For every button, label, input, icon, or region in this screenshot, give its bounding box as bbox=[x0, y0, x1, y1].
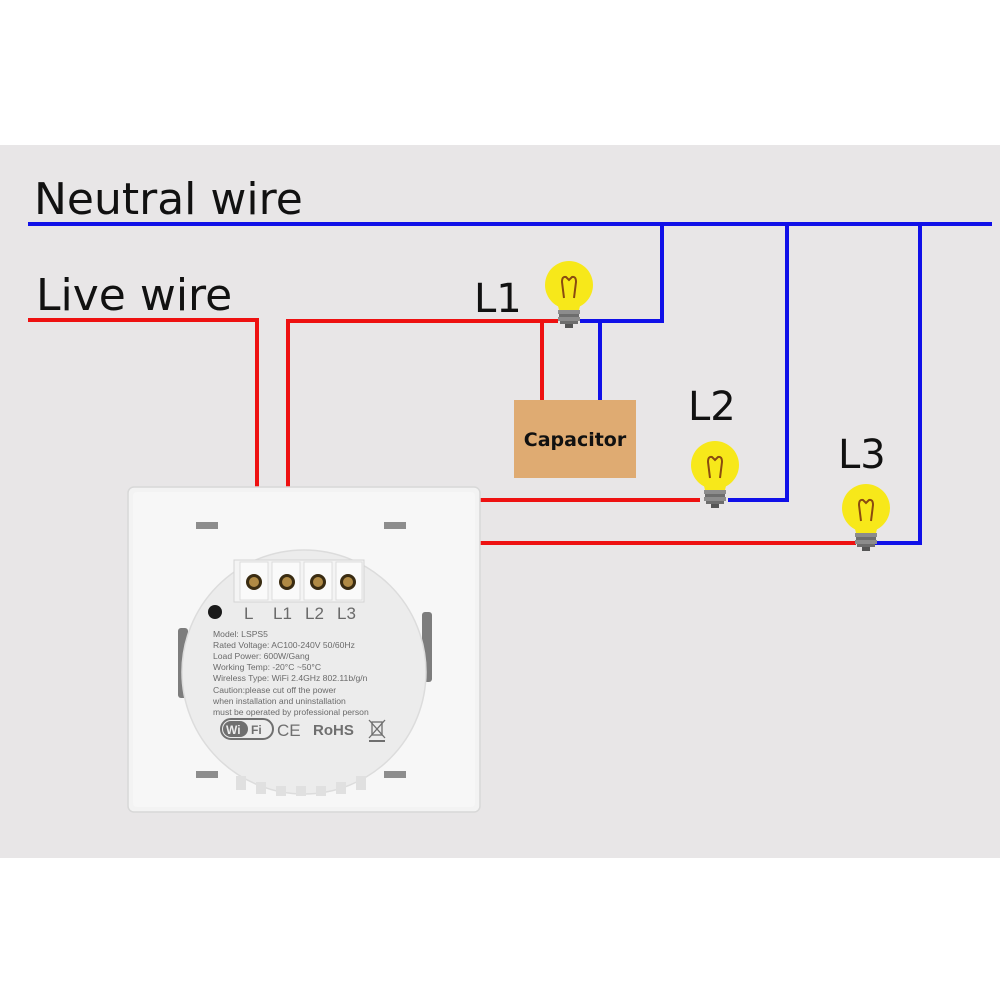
mount-slot bbox=[196, 771, 218, 778]
live-main-wire bbox=[28, 318, 259, 565]
neutral-l2-wire bbox=[728, 224, 789, 502]
load-label-l1: L1 bbox=[474, 276, 522, 322]
bulb-icon-l1 bbox=[544, 260, 594, 329]
smart-switch-rear: L L1 L2 L3 Model: LSPS5 Rated Voltage: A… bbox=[127, 486, 481, 813]
caution-line: when installation and uninstallation bbox=[212, 696, 346, 706]
mount-slot bbox=[384, 522, 406, 529]
spec-line: Working Temp: -20°C ~50°C bbox=[213, 662, 321, 672]
capacitor-box bbox=[514, 400, 636, 478]
mount-slot bbox=[384, 771, 406, 778]
bulb-icon-l3 bbox=[841, 483, 891, 552]
bulb-icon-l2 bbox=[690, 440, 740, 509]
caution-line: must be operated by professional person bbox=[213, 707, 369, 717]
mount-slot bbox=[196, 522, 218, 529]
terminal-label-l1: L1 bbox=[273, 604, 292, 623]
caution-line: Caution:please cut off the power bbox=[213, 685, 336, 695]
neutral-wires bbox=[28, 222, 992, 545]
rohs-mark: RoHS bbox=[313, 722, 354, 739]
weee-bin-icon bbox=[368, 719, 386, 742]
svg-text:Wi: Wi bbox=[226, 723, 241, 737]
load-label-l3: L3 bbox=[838, 432, 886, 478]
spec-line: Load Power: 600W/Gang bbox=[213, 651, 310, 661]
spec-line: Model: LSPS5 bbox=[213, 629, 268, 639]
neutral-l1-wire bbox=[580, 224, 664, 323]
terminal-label-l2: L2 bbox=[305, 604, 324, 623]
svg-text:Fi: Fi bbox=[251, 723, 262, 737]
wifi-logo-icon: Wi Fi bbox=[220, 718, 274, 740]
terminal-label-l: L bbox=[244, 604, 253, 623]
neutral-l3-wire bbox=[872, 224, 922, 545]
reset-hole bbox=[208, 605, 222, 619]
live-wire-label: Live wire bbox=[36, 270, 232, 321]
spec-line: Wireless Type: WiFi 2.4GHz 802.11b/g/n bbox=[213, 673, 368, 683]
neutral-wire-label: Neutral wire bbox=[34, 174, 303, 225]
capacitor-label: Capacitor bbox=[524, 429, 627, 451]
ce-mark-icon: CE bbox=[277, 721, 301, 740]
terminal-label-l3: L3 bbox=[337, 604, 356, 623]
spec-line: Rated Voltage: AC100-240V 50/60Hz bbox=[213, 640, 355, 650]
live-l1-wire bbox=[286, 319, 558, 565]
load-label-l2: L2 bbox=[688, 384, 736, 430]
